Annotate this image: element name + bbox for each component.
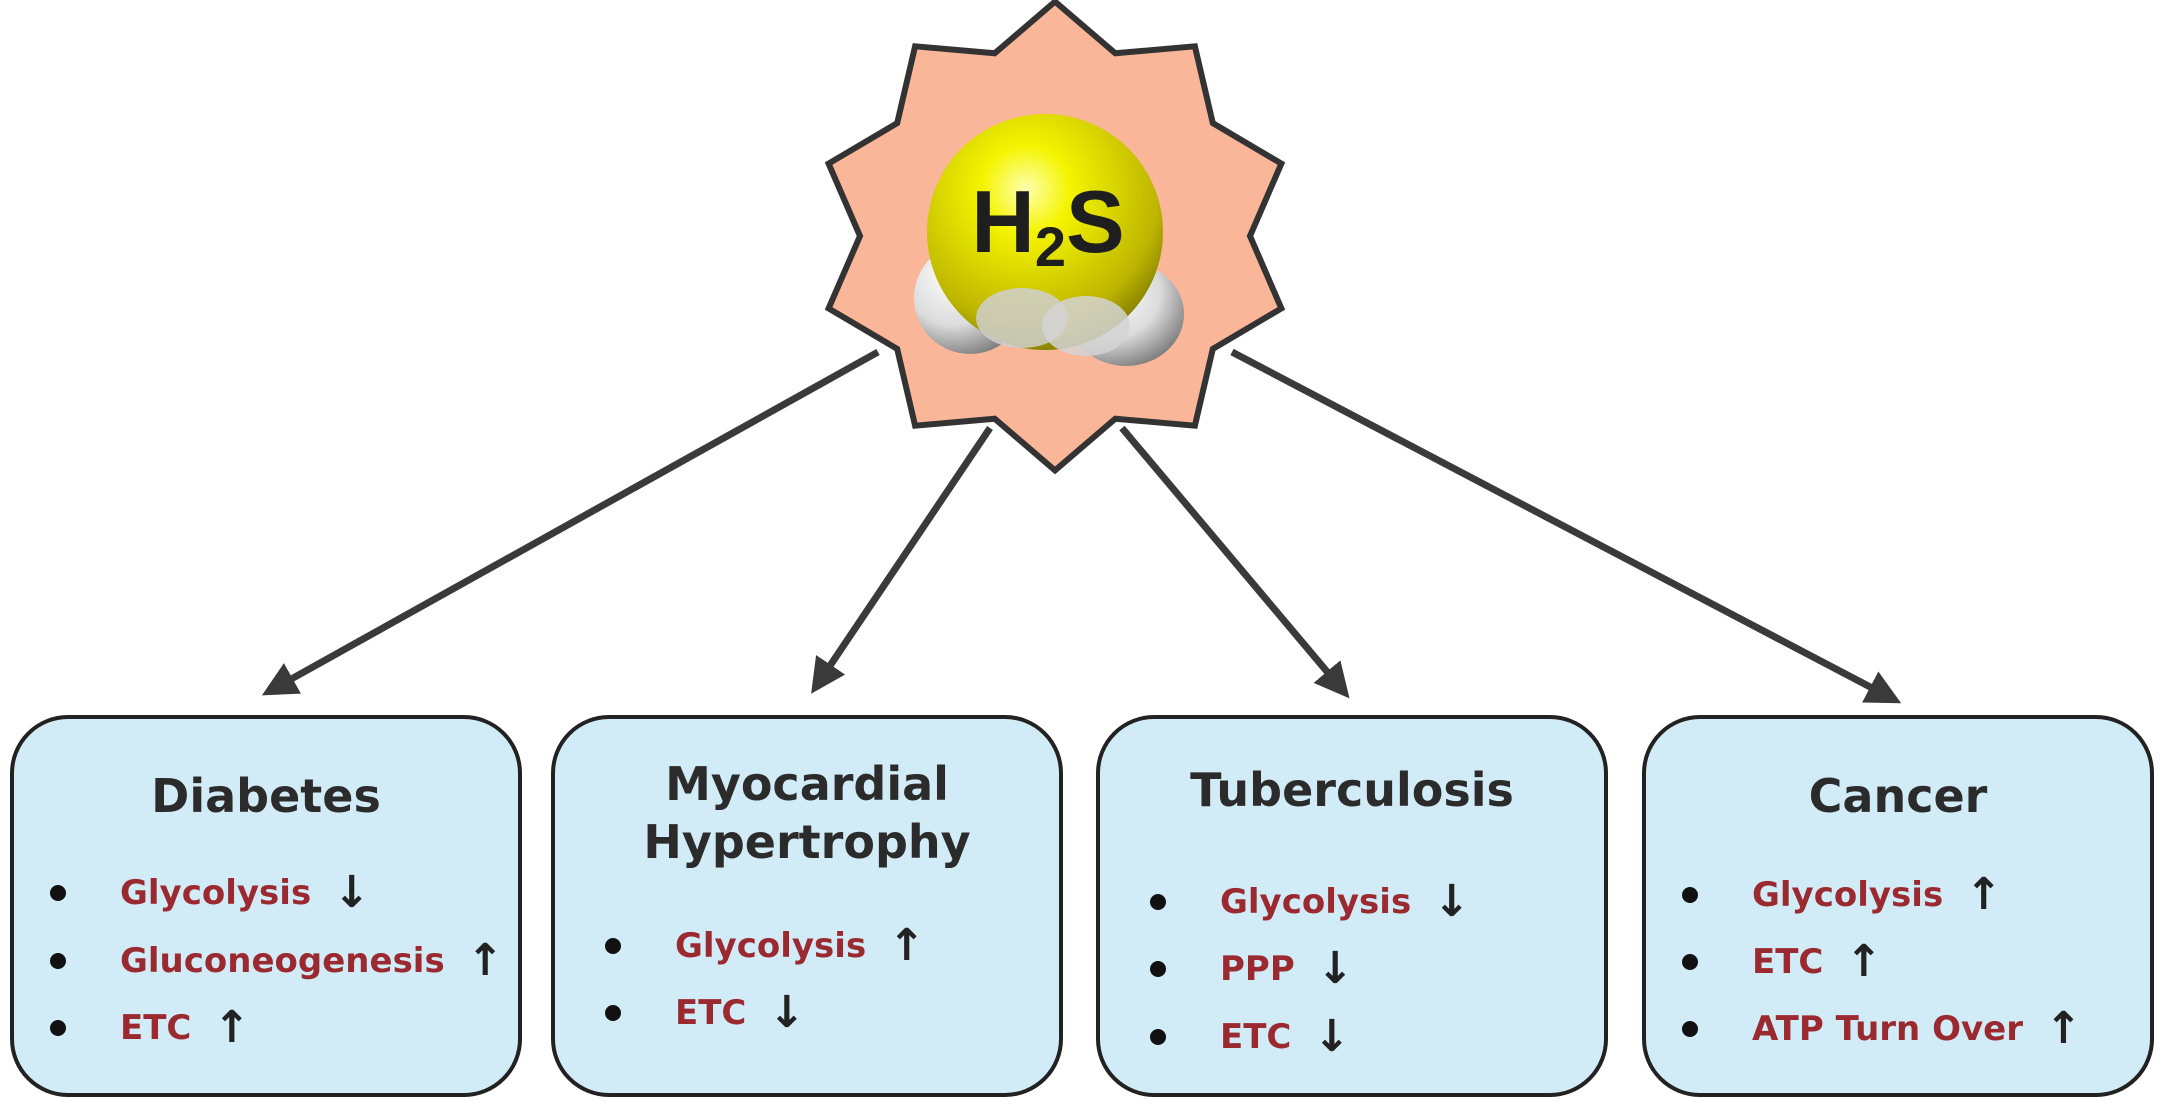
card-title: Tuberculosis (1190, 763, 1514, 817)
card-diabetes: Diabetes Glycolysis ↓ Gluconeogenesis ↑ … (10, 715, 522, 1097)
list-item: PPP ↓ (1150, 941, 1354, 997)
bullet-icon (1150, 961, 1166, 977)
bullet-icon (605, 938, 621, 954)
arrow-down-icon: ↓ (1316, 943, 1354, 994)
list-item: ETC ↑ (1682, 934, 1882, 990)
arrow-up-icon: ↑ (466, 935, 504, 986)
bullet-icon (1682, 887, 1698, 903)
bullet-icon (50, 953, 66, 969)
card-title: Diabetes (151, 769, 381, 823)
list-item: Glycolysis ↓ (50, 865, 370, 921)
arrow-down-icon: ↓ (1433, 876, 1471, 927)
arrow-up-icon: ↑ (1845, 936, 1883, 987)
h2s-label: H2S (971, 172, 1124, 278)
bullet-icon (1150, 1029, 1166, 1045)
bullet-icon (1682, 1021, 1698, 1037)
bullet-icon (50, 1020, 66, 1036)
arrow-down-icon: ↓ (333, 867, 371, 918)
list-item: ETC ↑ (50, 1000, 250, 1056)
card-title: Cancer (1808, 769, 1988, 823)
h2s-molecule-icon (914, 114, 1184, 366)
card-tuberculosis: Tuberculosis Glycolysis ↓ PPP ↓ ETC ↓ (1096, 715, 1608, 1097)
arrow-to-cancer (1230, 348, 1902, 704)
bullet-icon (1150, 894, 1166, 910)
list-item: Glycolysis ↑ (1682, 867, 2002, 923)
arrow-up-icon: ↑ (1965, 869, 2003, 920)
arrow-to-myocardial-hypertrophy (811, 426, 993, 694)
bullet-icon (50, 885, 66, 901)
list-item: Glycolysis ↑ (605, 918, 925, 974)
list-item: ETC ↓ (605, 985, 805, 1041)
arrow-up-icon: ↑ (213, 1002, 251, 1053)
bullet-icon (1682, 954, 1698, 970)
arrow-up-icon: ↑ (888, 920, 926, 971)
arrow-to-diabetes (261, 348, 880, 696)
card-cancer: Cancer Glycolysis ↑ ETC ↑ ATP Turn Over … (1642, 715, 2154, 1097)
arrow-up-icon: ↑ (2045, 1003, 2082, 1054)
list-item: Gluconeogenesis ↑ (50, 933, 504, 989)
bullet-icon (605, 1005, 621, 1021)
list-item: ETC ↓ (1150, 1009, 1350, 1065)
list-item: ATP Turn Over ↑ (1682, 1001, 2082, 1057)
arrow-down-icon: ↓ (768, 987, 806, 1038)
arrow-down-icon: ↓ (1313, 1011, 1351, 1062)
arrow-to-tuberculosis (1119, 425, 1350, 699)
list-item: Glycolysis ↓ (1150, 874, 1470, 930)
